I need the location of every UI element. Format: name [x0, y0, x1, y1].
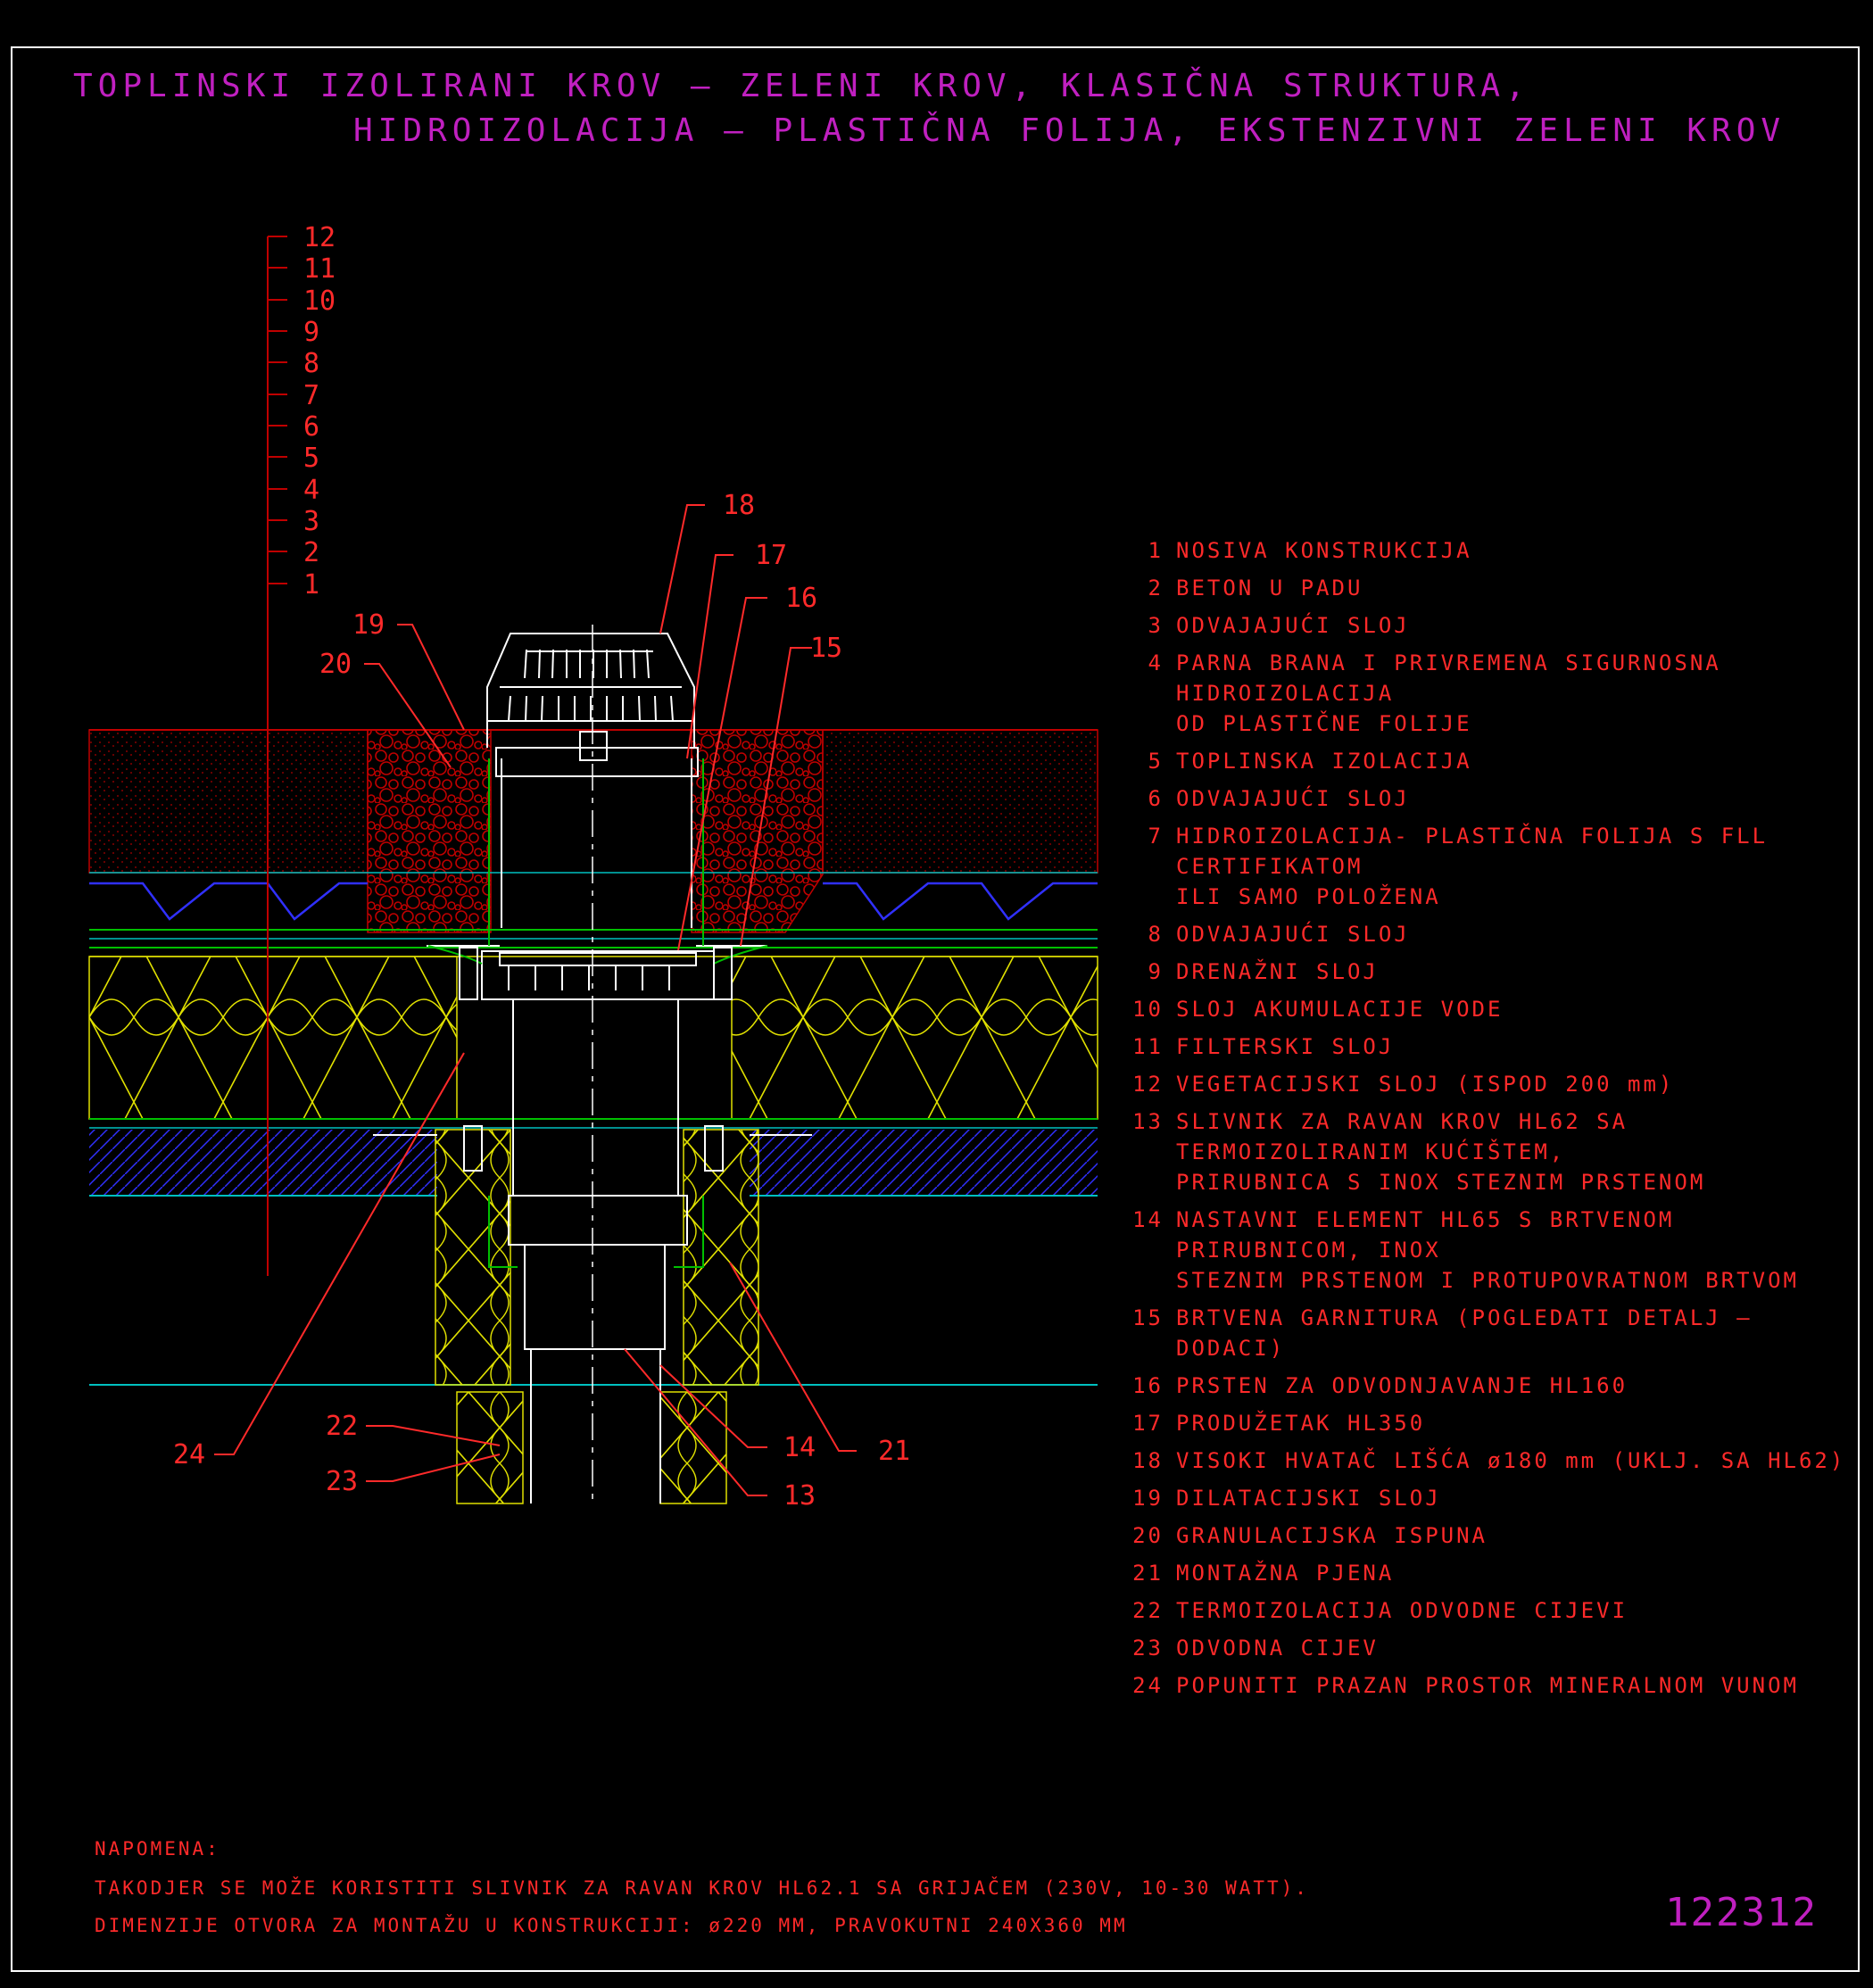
concrete-slope-left: [89, 1130, 437, 1196]
callout-16: 16: [785, 583, 817, 614]
layer-scale: 12 11 10 9 8 7 6 5 4 3 2 1: [267, 222, 336, 1276]
scale-label-12: 12: [303, 222, 336, 253]
callout-15: 15: [810, 633, 842, 664]
thermal-insulation-right: [731, 956, 1098, 1120]
vegetation-layer-right: [822, 729, 1098, 874]
scale-label-9: 9: [303, 317, 319, 348]
note-heading: NAPOMENA:: [95, 1838, 220, 1860]
callout-22: 22: [326, 1411, 358, 1442]
callout-23: 23: [326, 1466, 358, 1497]
drainage-layer: [89, 882, 1098, 921]
callout-19: 19: [352, 609, 385, 641]
scale-label-11: 11: [303, 253, 336, 285]
drainage-ring: [499, 952, 697, 990]
thermal-insulation-left: [88, 956, 458, 1120]
leader-lines: [214, 504, 857, 1496]
drawing-frame: [11, 46, 1860, 1972]
callout-14: 14: [783, 1432, 816, 1463]
scale-label-10: 10: [303, 286, 336, 317]
scale-label-6: 6: [303, 411, 319, 443]
note-line-1: TAKODJER SE MOŽE KORISTITI SLIVNIK ZA RA…: [95, 1877, 1309, 1899]
concrete-slope-right: [750, 1130, 1098, 1196]
pipe-insulation-left: [456, 1391, 524, 1504]
scale-label-1: 1: [303, 569, 319, 601]
scale-label-4: 4: [303, 475, 319, 506]
drain-body: [427, 747, 767, 1503]
gravel-fill-left: [367, 729, 492, 933]
clamping-rings: [373, 947, 812, 1172]
title-line-1: TOPLINSKI IZOLIRANI KROV – ZELENI KROV, …: [73, 68, 1530, 104]
note-line-2: DIMENZIJE OTVORA ZA MONTAŽU U KONSTRUKCI…: [95, 1915, 1128, 1936]
callout-24: 24: [173, 1439, 205, 1470]
leaf-catcher: [486, 633, 695, 761]
callout-20: 20: [319, 649, 352, 680]
drawing-number: 122312: [1665, 1890, 1818, 1935]
callout-17: 17: [755, 540, 787, 571]
scale-label-2: 2: [303, 537, 319, 568]
callout-13: 13: [783, 1480, 816, 1512]
scale-label-5: 5: [303, 443, 319, 474]
scale-label-3: 3: [303, 506, 319, 537]
scale-label-8: 8: [303, 348, 319, 379]
callout-21: 21: [878, 1436, 910, 1467]
title-line-2: HIDROIZOLACIJA – PLASTIČNA FOLIJA, EKSTE…: [353, 112, 1786, 149]
pipe-insulation-right: [659, 1391, 727, 1504]
gravel-fill-right: [691, 729, 824, 933]
callout-18: 18: [723, 490, 755, 521]
scale-label-7: 7: [303, 380, 319, 411]
vegetation-layer-left: [88, 729, 369, 874]
